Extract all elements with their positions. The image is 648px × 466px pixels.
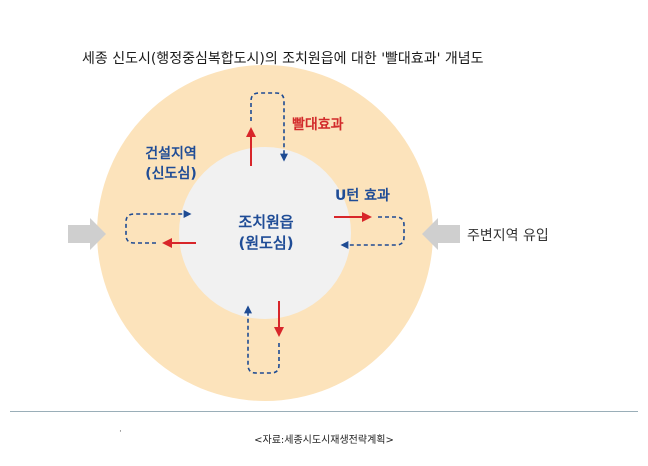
right-inflow-arrow xyxy=(422,218,460,250)
center-sublabel: (원도심) xyxy=(238,234,293,252)
left-u-turn-loop xyxy=(125,210,192,244)
old-downtown-circle xyxy=(179,147,351,319)
left-inflow-arrow xyxy=(68,218,106,250)
surrounding-inflow-label: 주변지역 유입 xyxy=(467,228,549,244)
right-u-turn-loop xyxy=(340,216,405,249)
center-label: 조치원읍 xyxy=(238,213,293,231)
diagram-title: 세종 신도시(행정중심복합도시)의 조치원읍에 대한 '빨대효과' 개념도 xyxy=(82,51,484,67)
construction-area-sublabel: (신도심) xyxy=(145,166,196,182)
construction-area-label: 건설지역 xyxy=(145,145,197,162)
footer-divider xyxy=(10,411,638,412)
footer-dot: · xyxy=(119,427,122,437)
straw-effect-label: 빨대효과 xyxy=(292,116,344,133)
source-caption: <자료:세종시도시재생전략계획> xyxy=(254,435,394,446)
top-u-turn-loop xyxy=(250,92,288,162)
u-turn-effect-label: U턴 효과 xyxy=(335,187,390,204)
bottom-u-turn-loop xyxy=(244,305,280,374)
